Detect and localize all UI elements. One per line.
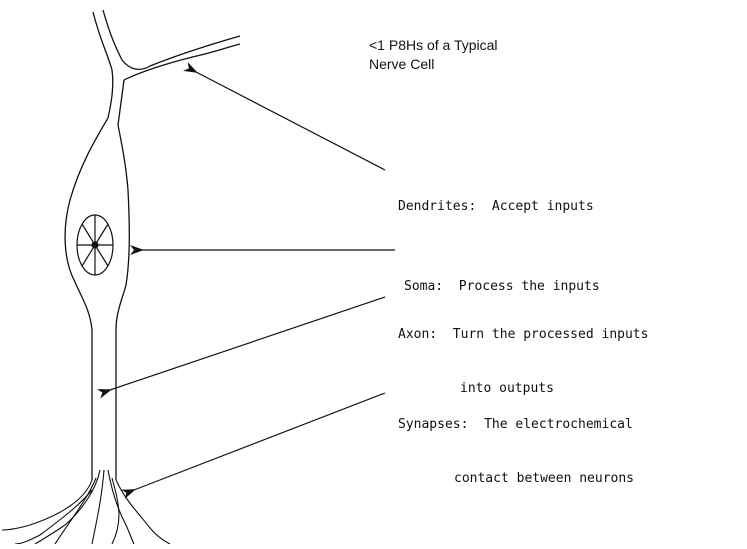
synapses-label: Synapses: The electrochemical contact be…: [398, 380, 634, 524]
synapses-arrow: [134, 393, 385, 490]
axon-terminals: [2, 470, 170, 544]
dendrites-label: Dendrites: Accept inputs: [398, 162, 594, 252]
diagram-title: <1 P8Hs of a Typical Nerve Cell: [369, 36, 498, 74]
dendrites-arrow: [196, 72, 385, 170]
nucleus: [77, 215, 113, 275]
soma-outline: [65, 118, 129, 480]
synapses-label-line-1: Synapses: The electrochemical: [398, 416, 634, 434]
pointer-arrows: [110, 72, 395, 490]
axon-arrow: [110, 297, 385, 390]
title-line-2: Nerve Cell: [369, 55, 498, 74]
axon-label-line-1: Axon: Turn the processed inputs: [398, 326, 648, 344]
title-line-1: <1 P8Hs of a Typical: [369, 36, 498, 55]
dendrites-outline: [93, 10, 240, 125]
synapses-label-line-2: contact between neurons: [398, 470, 634, 488]
